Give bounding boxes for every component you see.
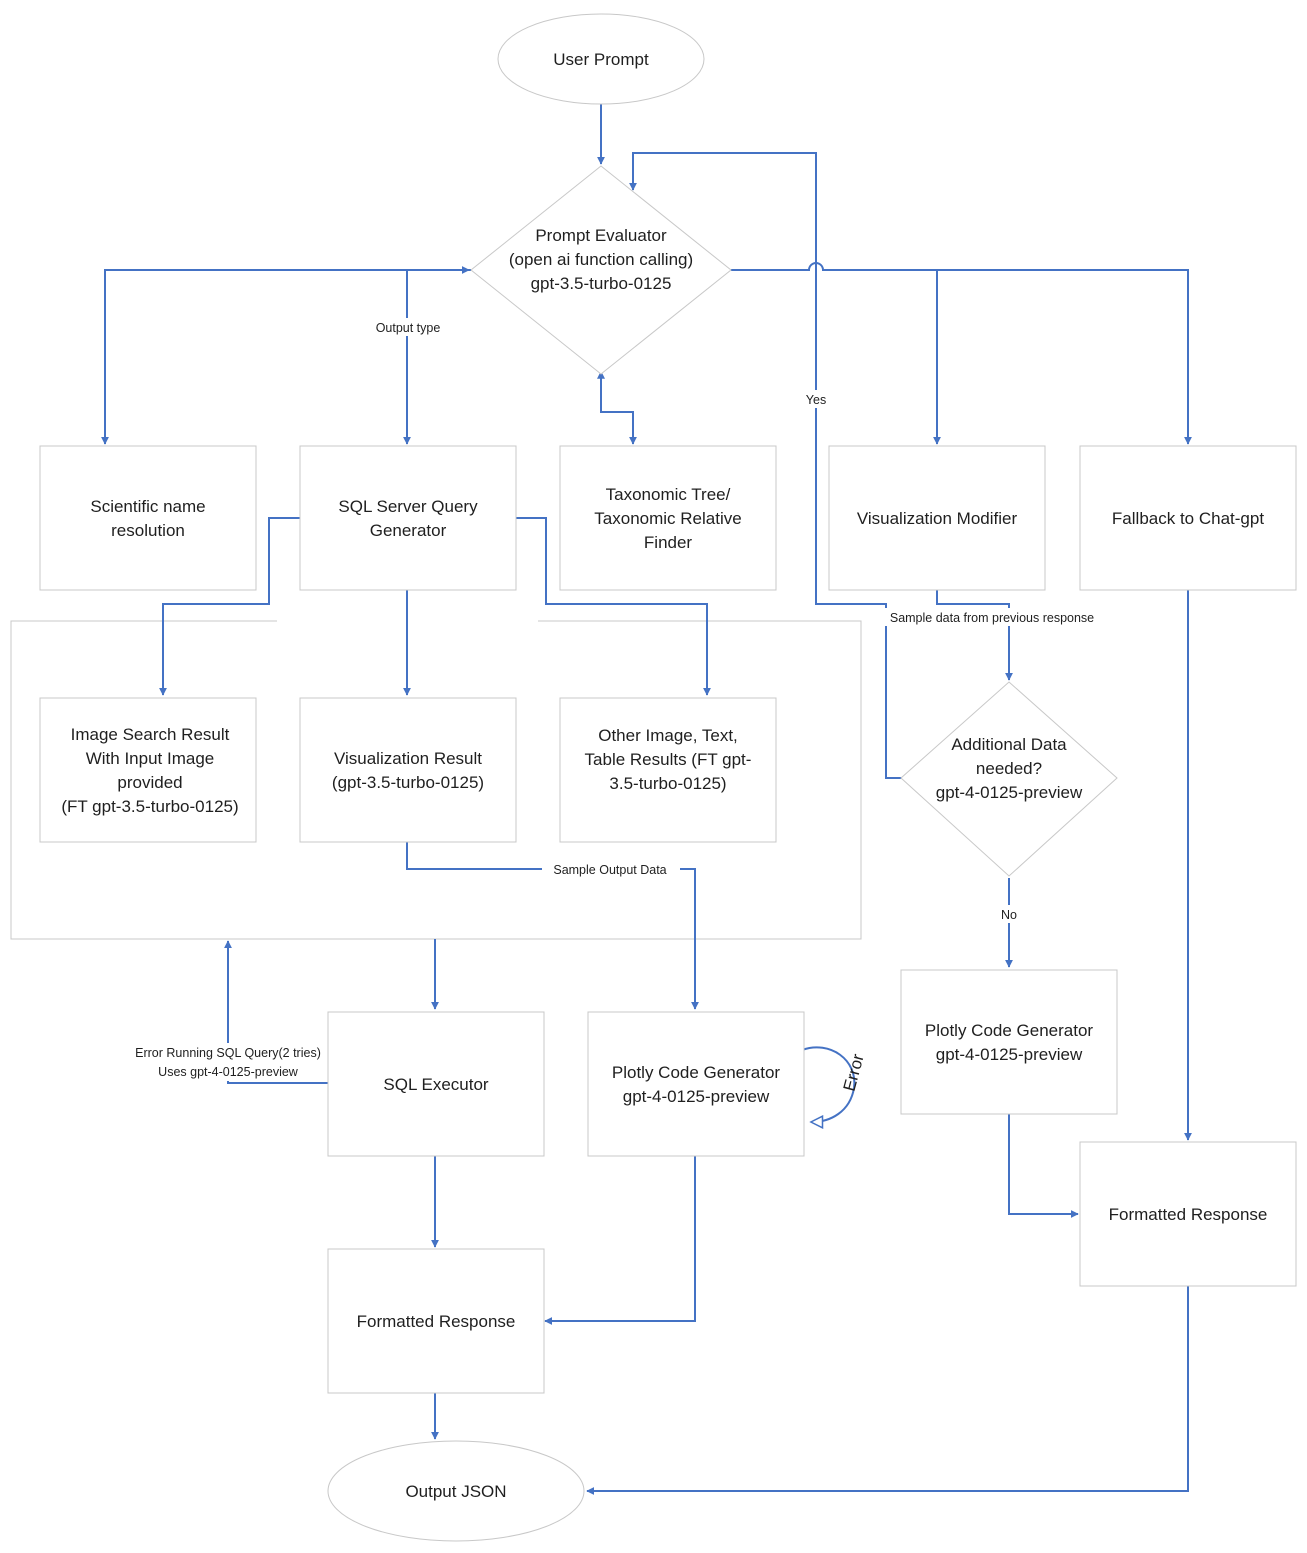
node-image-search-line1: Image Search Result xyxy=(71,725,230,744)
edges xyxy=(101,104,1192,1495)
edge-plotly-right-formatted xyxy=(1008,1114,1079,1218)
edge-sql-other-results xyxy=(516,517,711,696)
node-output-json: Output JSON xyxy=(327,1440,585,1542)
node-other-results-line3: 3.5-turbo-0125) xyxy=(609,774,726,793)
node-taxonomic-tree-line3: Finder xyxy=(644,533,693,552)
node-image-search-line3: provided xyxy=(117,773,182,792)
node-visualization-result-line2: (gpt-3.5-turbo-0125) xyxy=(332,773,484,792)
label-sql-error-model: Uses gpt-4-0125-preview xyxy=(158,1065,299,1079)
node-prompt-evaluator-line2: (open ai function calling) xyxy=(509,250,693,269)
node-additional-data-line3: gpt-4-0125-preview xyxy=(936,783,1083,802)
edge-evaluator-right-branch xyxy=(731,262,1192,445)
label-sql-error: Error Running SQL Query(2 tries) xyxy=(135,1046,321,1060)
node-fallback-chatgpt: Fallback to Chat-gpt xyxy=(1079,445,1297,591)
edge-formatted-right-output xyxy=(586,1286,1189,1495)
edge-evaluator-taxonomic xyxy=(597,370,637,445)
node-plotly-generator-center: Plotly Code Generator gpt-4-0125-preview xyxy=(587,1011,805,1157)
node-scientific-name: Scientific name resolution xyxy=(39,445,257,591)
node-formatted-response-center: Formatted Response xyxy=(327,1248,545,1394)
node-taxonomic-tree-line1: Taxonomic Tree/ xyxy=(606,485,731,504)
node-other-results: Other Image, Text, Table Results (FT gpt… xyxy=(559,697,777,843)
node-user-prompt: User Prompt xyxy=(497,13,705,105)
node-visualization-modifier-text: Visualization Modifier xyxy=(857,509,1018,528)
node-sql-query-generator-line1: SQL Server Query xyxy=(338,497,478,516)
node-prompt-evaluator: Prompt Evaluator (open ai function calli… xyxy=(470,165,732,375)
node-fallback-chatgpt-text: Fallback to Chat-gpt xyxy=(1112,509,1264,528)
label-no: No xyxy=(1001,908,1017,922)
node-sql-query-generator: SQL Server Query Generator xyxy=(299,445,517,591)
node-user-prompt-text: User Prompt xyxy=(553,50,649,69)
label-sample-previous-response: Sample data from previous response xyxy=(890,611,1094,625)
node-taxonomic-tree-line2: Taxonomic Relative xyxy=(594,509,741,528)
node-image-search-line4: (FT gpt-3.5-turbo-0125) xyxy=(61,797,238,816)
node-other-results-line1: Other Image, Text, xyxy=(598,726,738,745)
node-additional-data-line1: Additional Data xyxy=(951,735,1067,754)
node-image-search-result: Image Search Result With Input Image pro… xyxy=(39,697,257,843)
node-plotly-right-line2: gpt-4-0125-preview xyxy=(936,1045,1083,1064)
node-plotly-right-line1: Plotly Code Generator xyxy=(925,1021,1094,1040)
node-visualization-result-line1: Visualization Result xyxy=(334,749,482,768)
node-output-json-text: Output JSON xyxy=(405,1482,506,1501)
node-additional-data: Additional Data needed? gpt-4-0125-previ… xyxy=(900,681,1118,877)
node-formatted-center-text: Formatted Response xyxy=(357,1312,516,1331)
node-formatted-response-right: Formatted Response xyxy=(1079,1141,1297,1287)
node-scientific-name-line1: Scientific name xyxy=(90,497,205,516)
node-scientific-name-line2: resolution xyxy=(111,521,185,540)
node-prompt-evaluator-line1: Prompt Evaluator xyxy=(535,226,667,245)
node-sql-executor-text: SQL Executor xyxy=(383,1075,489,1094)
node-formatted-right-text: Formatted Response xyxy=(1109,1205,1268,1224)
edge-evaluator-scientific-name xyxy=(101,269,471,445)
node-plotly-center-line1: Plotly Code Generator xyxy=(612,1063,781,1082)
node-plotly-center-line2: gpt-4-0125-preview xyxy=(623,1087,770,1106)
edge-modifier-additional-data xyxy=(936,590,1013,681)
edge-sql-error-retry xyxy=(224,940,328,1084)
node-other-results-line2: Table Results (FT gpt- xyxy=(585,750,752,769)
label-sample-output-data: Sample Output Data xyxy=(553,863,666,877)
edge-plotly-error-loop xyxy=(801,1046,856,1122)
node-sql-query-generator-line2: Generator xyxy=(370,521,447,540)
node-visualization-modifier: Visualization Modifier xyxy=(828,445,1046,591)
edge-labels: Output type Yes Sample data from previou… xyxy=(118,318,1114,1093)
node-additional-data-line2: needed? xyxy=(976,759,1042,778)
node-prompt-evaluator-line3: gpt-3.5-turbo-0125 xyxy=(531,274,672,293)
node-visualization-result: Visualization Result (gpt-3.5-turbo-0125… xyxy=(299,697,517,843)
node-taxonomic-tree: Taxonomic Tree/ Taxonomic Relative Finde… xyxy=(559,445,777,591)
node-image-search-line2: With Input Image xyxy=(86,749,215,768)
label-yes: Yes xyxy=(806,393,826,407)
edge-plotly-center-formatted xyxy=(544,1156,696,1325)
nodes: User Prompt Prompt Evaluator (open ai fu… xyxy=(39,13,1297,1542)
label-output-type: Output type xyxy=(376,321,441,335)
edge-additional-data-yes xyxy=(629,152,903,779)
node-plotly-generator-right: Plotly Code Generator gpt-4-0125-preview xyxy=(900,969,1118,1115)
node-sql-executor: SQL Executor xyxy=(327,1011,545,1157)
edge-sql-image-search xyxy=(159,517,300,696)
